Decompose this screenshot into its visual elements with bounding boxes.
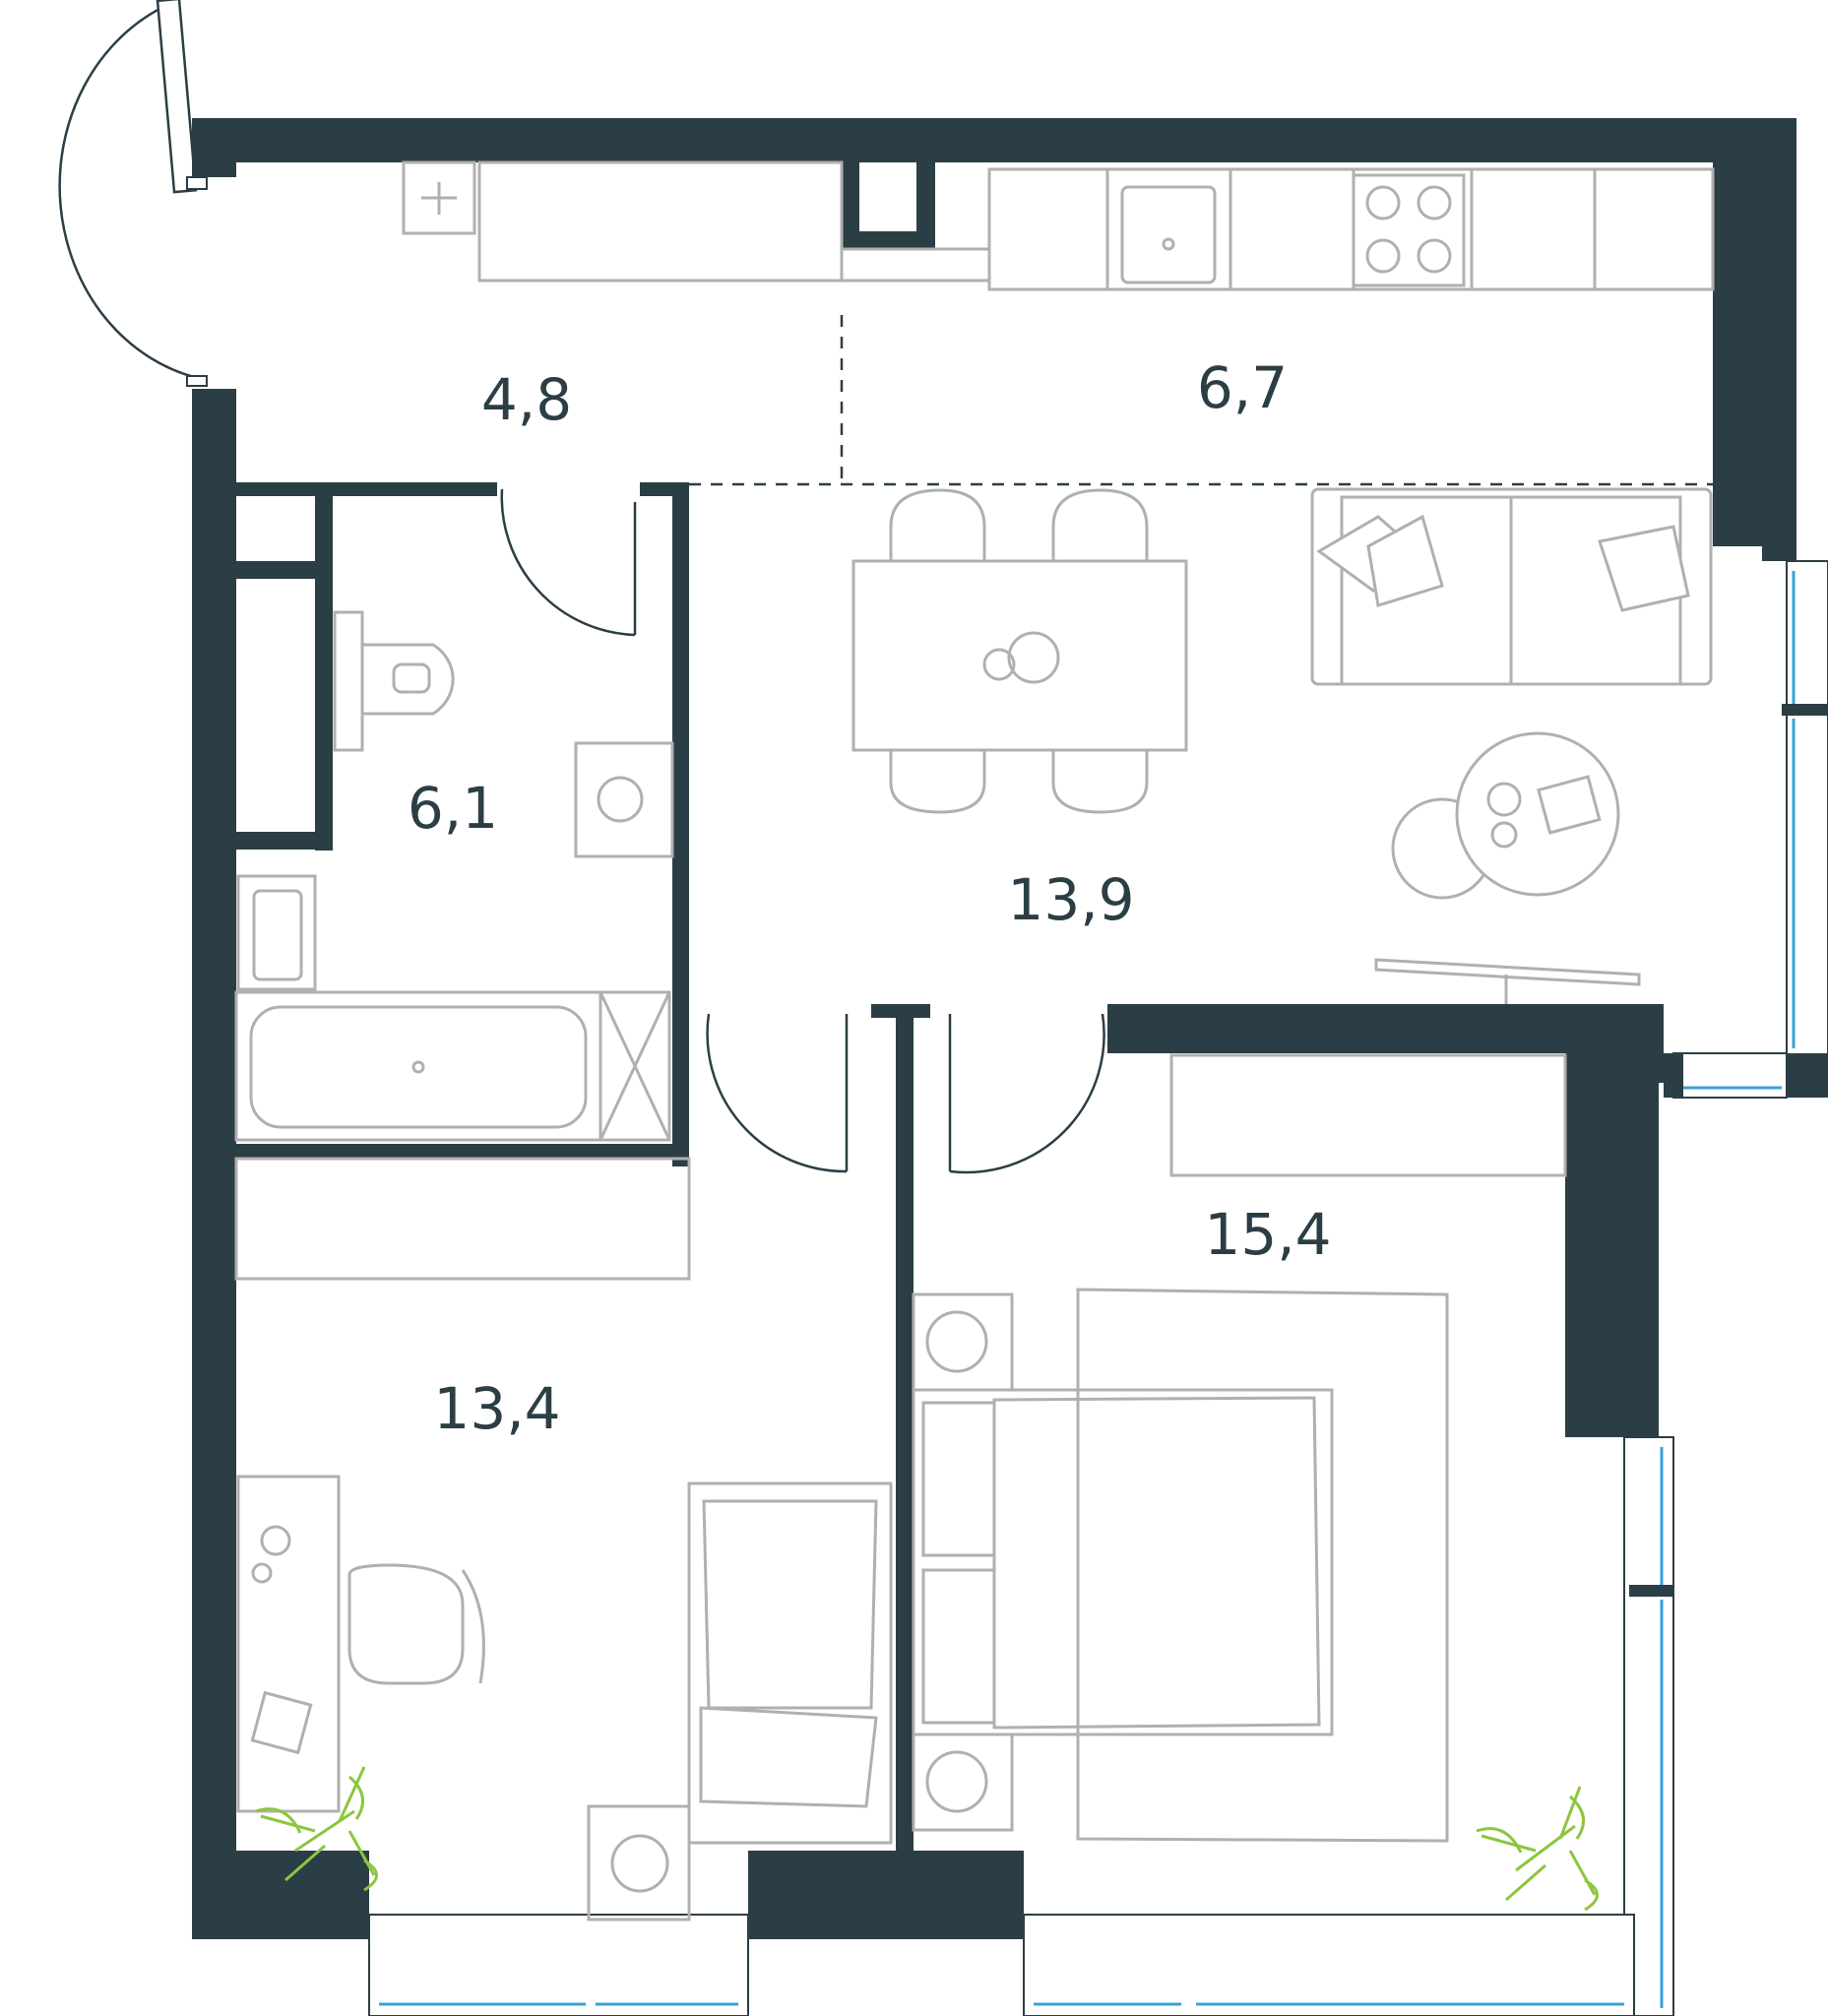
dining-set (851, 488, 1188, 814)
sink-icon (1120, 185, 1217, 284)
stove-icon (1352, 173, 1466, 287)
tv-icon (1374, 958, 1641, 1004)
hall-furniture (402, 160, 991, 283)
door-swing-icon (500, 488, 1105, 1174)
kitchen-counter (987, 167, 1715, 291)
plant-icon (255, 1766, 378, 1892)
chair-icon (889, 488, 1149, 814)
room-area-bedroom-right: 15,4 (1204, 1201, 1331, 1268)
nightstand-icon (912, 1292, 1014, 1832)
sofa-icon (1310, 487, 1713, 686)
chair-icon (347, 1563, 485, 1685)
nightstand-icon (587, 1804, 691, 1922)
wardrobe-icon (1169, 1053, 1567, 1177)
coffee-table-icon (1391, 731, 1620, 900)
bathtub-icon (234, 990, 671, 1142)
room-area-living: 13,9 (1007, 866, 1134, 933)
plant-icon (1476, 1786, 1599, 1912)
washbasin-icon (236, 874, 317, 991)
bed-icon (687, 1481, 893, 1845)
entrance-door-icon (58, 0, 208, 387)
window-icon (368, 560, 1828, 2016)
wardrobe-icon (234, 1157, 691, 1281)
bathroom-furniture (234, 610, 674, 1142)
room-area-bedroom-left: 13,4 (433, 1375, 560, 1442)
desk-icon (236, 1475, 341, 1813)
walls (192, 118, 1796, 1939)
room-area-kitchen: 6,7 (1197, 354, 1288, 421)
room-area-hall: 4,8 (481, 366, 572, 433)
room-area-bathroom: 6,1 (408, 775, 498, 842)
bed-icon (912, 1288, 1449, 1843)
table-icon (851, 559, 1188, 752)
washer-icon (574, 741, 674, 858)
toilet-icon (333, 610, 455, 752)
